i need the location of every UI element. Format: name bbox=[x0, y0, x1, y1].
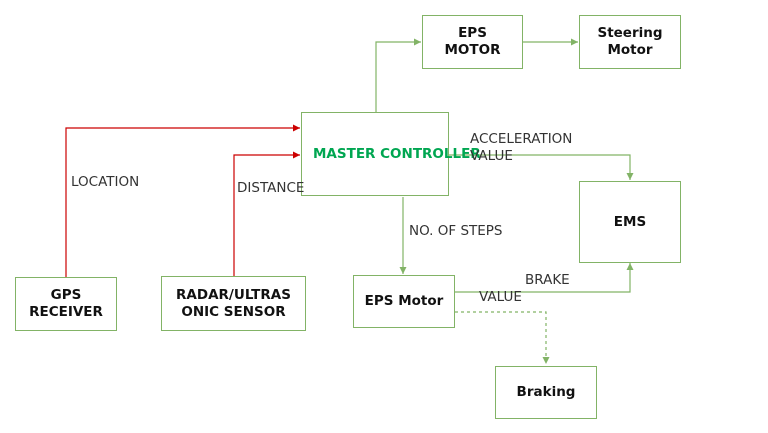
edge-eps-bottom-to-ems bbox=[455, 263, 634, 293]
edge-master-to-ems bbox=[448, 154, 634, 180]
edge-eps-bottom-to-braking bbox=[455, 311, 550, 364]
node-gps-receiver-label: GPS RECEIVER bbox=[29, 287, 103, 320]
edge-label-brake: BRAKE bbox=[525, 272, 570, 288]
node-braking-label: Braking bbox=[516, 384, 576, 400]
edge-label-location: LOCATION bbox=[71, 174, 140, 190]
edge-master-to-eps-top bbox=[375, 38, 421, 113]
node-steering-motor: Steering Motor bbox=[579, 15, 681, 69]
edge-label-distance: DISTANCE bbox=[237, 180, 305, 196]
node-eps-motor-bottom-label: EPS Motor bbox=[364, 293, 444, 309]
edge-gps-to-master bbox=[65, 124, 300, 278]
edge-label-no-of-steps: NO. OF STEPS bbox=[409, 223, 503, 239]
node-eps-motor-top: EPS MOTOR bbox=[422, 15, 523, 69]
node-braking: Braking bbox=[495, 366, 597, 419]
node-ems: EMS bbox=[579, 181, 681, 263]
node-eps-motor-top-label: EPS MOTOR bbox=[444, 25, 501, 58]
node-steering-motor-label: Steering Motor bbox=[597, 25, 663, 58]
node-master-controller: MASTER CONTROLLER bbox=[301, 112, 481, 196]
node-master-controller-label: MASTER CONTROLLER bbox=[313, 145, 481, 162]
edge-label-value: VALUE bbox=[479, 289, 522, 305]
node-eps-motor-bottom: EPS Motor bbox=[353, 275, 455, 328]
node-radar-sensor-label: RADAR/ULTRAS ONIC SENSOR bbox=[176, 286, 291, 320]
node-ems-label: EMS bbox=[613, 213, 647, 230]
edge-label-acceleration: ACCELERATION VALUE bbox=[470, 131, 573, 164]
node-gps-receiver: GPS RECEIVER bbox=[15, 277, 117, 331]
edge-radar-to-master bbox=[233, 151, 300, 276]
node-radar-sensor: RADAR/ULTRAS ONIC SENSOR bbox=[161, 276, 306, 331]
